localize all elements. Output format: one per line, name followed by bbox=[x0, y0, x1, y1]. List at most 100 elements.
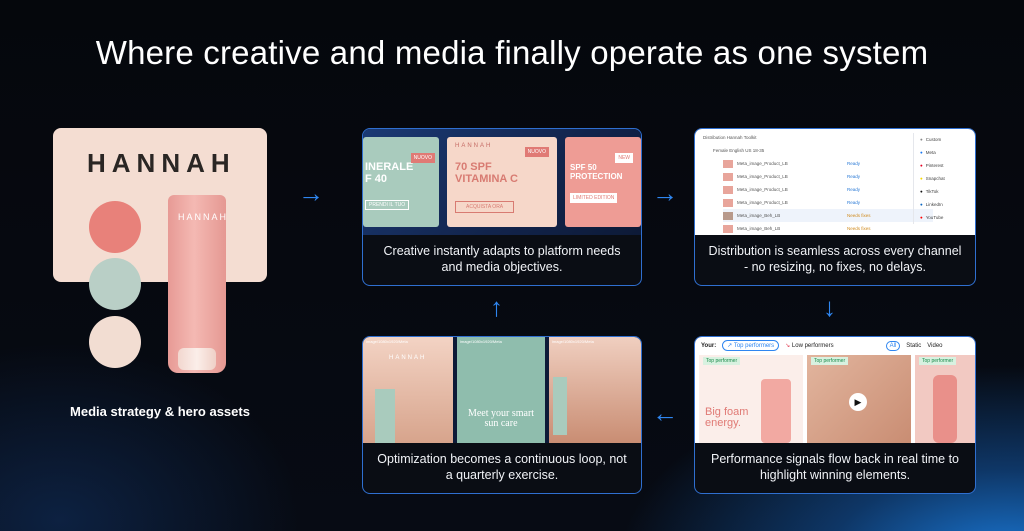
trend-up-icon: ↗ bbox=[727, 343, 733, 349]
row-name: Meta_image_Product_LB bbox=[737, 174, 788, 179]
row-name: Meta_image_Beh_LB bbox=[737, 213, 781, 218]
row-name: Meta_image_Product_LB bbox=[737, 200, 788, 205]
row-name: Meta_image_Beh_LB bbox=[737, 226, 781, 231]
variant-label: image/1080x1920/Meta bbox=[366, 339, 408, 344]
creative-card: HANNAH 70 SPF VITAMINA C NUOVO ACQUISTA … bbox=[447, 137, 557, 227]
performance-preview: Your: ↗ Top performers ↘ Low performers … bbox=[695, 337, 975, 443]
creative-card: SPF 50 PROTECTION NEW LIMITED EDITION bbox=[565, 137, 641, 227]
performance-toolbar: Your: ↗ Top performers ↘ Low performers … bbox=[701, 340, 943, 351]
channel-item[interactable]: ●TikTok bbox=[920, 189, 939, 194]
table-group: Female English US 18-35 bbox=[713, 144, 923, 157]
channel-item[interactable]: ●Meta bbox=[920, 150, 936, 155]
low-performers-toggle[interactable]: ↘ Low performers bbox=[785, 342, 833, 349]
row-status: Needs fixes bbox=[847, 226, 871, 231]
distribution-table: Distribution Hannah Toolkit Female Engli… bbox=[695, 129, 975, 235]
channel-label: YouTube bbox=[925, 215, 944, 220]
product-tube-cap bbox=[178, 348, 216, 370]
top-performers-toggle[interactable]: ↗ Top performers bbox=[722, 340, 780, 351]
low-label: Low performers bbox=[791, 343, 834, 349]
creative-badge: NUOVO bbox=[410, 153, 435, 163]
row-name: Meta_image_Product_LB bbox=[737, 161, 788, 166]
swatch-blush bbox=[89, 316, 141, 368]
table-header: Distribution Hannah Toolkit bbox=[703, 131, 913, 144]
table-row[interactable]: Meta_image_Product_LB Ready bbox=[723, 183, 933, 196]
row-status: Needs fixes bbox=[847, 213, 871, 218]
channel-item[interactable]: ●Snapchat bbox=[920, 176, 945, 181]
creative-cta: PRENDI IL TUO bbox=[365, 200, 410, 210]
hero-label: Media strategy & hero assets bbox=[70, 404, 250, 419]
creative-caption: Creative instantly adapts to platform ne… bbox=[383, 244, 621, 274]
variant-card: image/1080x1920/Meta HANNAH bbox=[363, 337, 453, 443]
channel-sidebar: ●Custom ●Meta ●Pinterest ●Snapchat ●TikT… bbox=[913, 133, 975, 224]
creative-cta: ACQUISTA ORA bbox=[455, 201, 515, 213]
group-label: Female English US 18-35 bbox=[713, 148, 765, 153]
row-status: Ready bbox=[847, 174, 861, 179]
performance-ad[interactable]: Top performer bbox=[915, 355, 975, 443]
arrow-down-icon: ↓ bbox=[823, 292, 836, 322]
optimization-preview: image/1080x1920/Meta HANNAH image/1080x1… bbox=[363, 337, 641, 443]
distribution-panel: Distribution Hannah Toolkit Female Engli… bbox=[694, 128, 976, 286]
row-status: Ready bbox=[847, 200, 861, 205]
creative-cta: LIMITED EDITION bbox=[570, 193, 618, 203]
table-row[interactable]: Meta_image_Beh_LB Needs fixes bbox=[723, 209, 933, 222]
hero-brand-logo: HANNAH bbox=[87, 148, 236, 178]
swatch-coral bbox=[89, 201, 141, 253]
channel-item[interactable]: ●Pinterest bbox=[920, 163, 944, 168]
row-status: Ready bbox=[847, 161, 861, 166]
arrow-up-icon: ↑ bbox=[490, 292, 503, 322]
creative-brand: HANNAH bbox=[455, 143, 493, 149]
row-status: Ready bbox=[847, 187, 861, 192]
variant-brand: HANNAH bbox=[389, 355, 427, 361]
table-row[interactable]: Meta_image_Product_LB Ready bbox=[723, 157, 933, 170]
creative-headline: INERALE F 40 bbox=[365, 161, 414, 185]
creative-headline: 70 SPF VITAMINA C bbox=[455, 161, 518, 185]
channel-item[interactable]: ●Custom bbox=[920, 137, 942, 142]
filter-static[interactable]: Static bbox=[906, 342, 922, 349]
tube-brand: HANNAH bbox=[178, 212, 229, 222]
performance-ad[interactable]: Top performer Big foam energy. bbox=[699, 355, 803, 443]
your-label: Your: bbox=[701, 342, 717, 349]
creative-badge: NUOVO bbox=[524, 147, 549, 157]
channel-label: LinkedIn bbox=[925, 202, 943, 207]
channel-label: Pinterest bbox=[925, 163, 944, 168]
hero-card: HANNAH bbox=[53, 128, 267, 282]
table-row[interactable]: Meta_image_Product_LB Ready bbox=[723, 196, 933, 209]
top-label: Top performers bbox=[733, 343, 775, 349]
channel-item[interactable]: ●YouTube bbox=[920, 215, 944, 220]
arrow-right-icon: → bbox=[652, 178, 678, 208]
distribution-caption: Distribution is seamless across every ch… bbox=[708, 244, 962, 274]
variant-card: image/1080x1920/Meta Meet your smart sun… bbox=[457, 337, 545, 443]
filter-video[interactable]: Video bbox=[927, 342, 943, 349]
performer-tag: Top performer bbox=[919, 357, 957, 365]
filter-all[interactable]: All bbox=[885, 340, 901, 351]
performance-panel: Your: ↗ Top performers ↘ Low performers … bbox=[694, 336, 976, 494]
variant-headline: Meet your smart sun care bbox=[467, 408, 535, 429]
page-title: Where creative and media finally operate… bbox=[95, 34, 929, 71]
variant-card: image/1080x1920/Meta bbox=[549, 337, 641, 443]
row-name: Meta_image_Product_LB bbox=[737, 187, 788, 192]
creative-badge: NEW bbox=[615, 153, 633, 163]
trend-down-icon: ↘ bbox=[785, 343, 791, 349]
creative-card: INERALE F 40 NUOVO PRENDI IL TUO bbox=[363, 137, 439, 227]
play-icon[interactable]: ▶ bbox=[849, 393, 867, 411]
channel-label: Custom bbox=[925, 137, 942, 142]
channel-item[interactable]: ●LinkedIn bbox=[920, 202, 943, 207]
table-row[interactable]: Meta_image_Beh_LB Needs fixes bbox=[723, 222, 933, 235]
performer-tag: Top performer bbox=[703, 357, 741, 365]
channel-label: Meta bbox=[925, 150, 936, 155]
optimization-panel: image/1080x1920/Meta HANNAH image/1080x1… bbox=[362, 336, 642, 494]
variant-label: image/1080x1920/Meta bbox=[552, 339, 594, 344]
channel-label: Snapchat bbox=[925, 176, 945, 181]
creative-preview: INERALE F 40 NUOVO PRENDI IL TUO HANNAH … bbox=[363, 129, 641, 235]
table-row[interactable]: Meta_image_Product_LB Ready bbox=[723, 170, 933, 183]
optimization-caption: Optimization becomes a continuous loop, … bbox=[377, 452, 627, 482]
channel-label: TikTok bbox=[925, 189, 939, 194]
arrow-right-icon: → bbox=[298, 178, 324, 208]
variant-label: image/1080x1920/Meta bbox=[460, 339, 502, 344]
performance-caption: Performance signals flow back in real ti… bbox=[710, 452, 960, 482]
performer-tag: Top performer bbox=[811, 357, 849, 365]
creative-panel: INERALE F 40 NUOVO PRENDI IL TUO HANNAH … bbox=[362, 128, 642, 286]
creative-headline: SPF 50 PROTECTION bbox=[570, 163, 623, 181]
performance-ad[interactable]: Top performer ▶ bbox=[807, 355, 911, 443]
product-tube bbox=[168, 195, 226, 373]
